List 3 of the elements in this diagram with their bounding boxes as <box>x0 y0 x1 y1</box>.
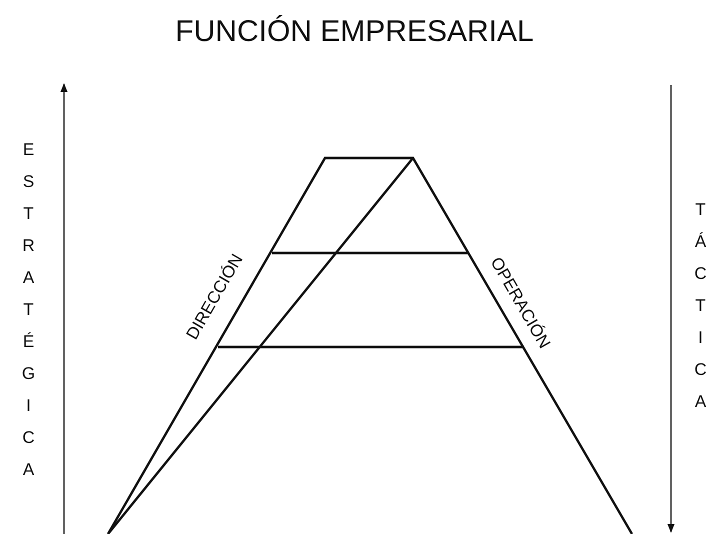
axis-label: TÁCTICA <box>690 200 709 424</box>
title: FUNCIÓN EMPRESARIAL <box>174 14 535 50</box>
axis-label: ESTRATÉGICA <box>18 140 38 492</box>
